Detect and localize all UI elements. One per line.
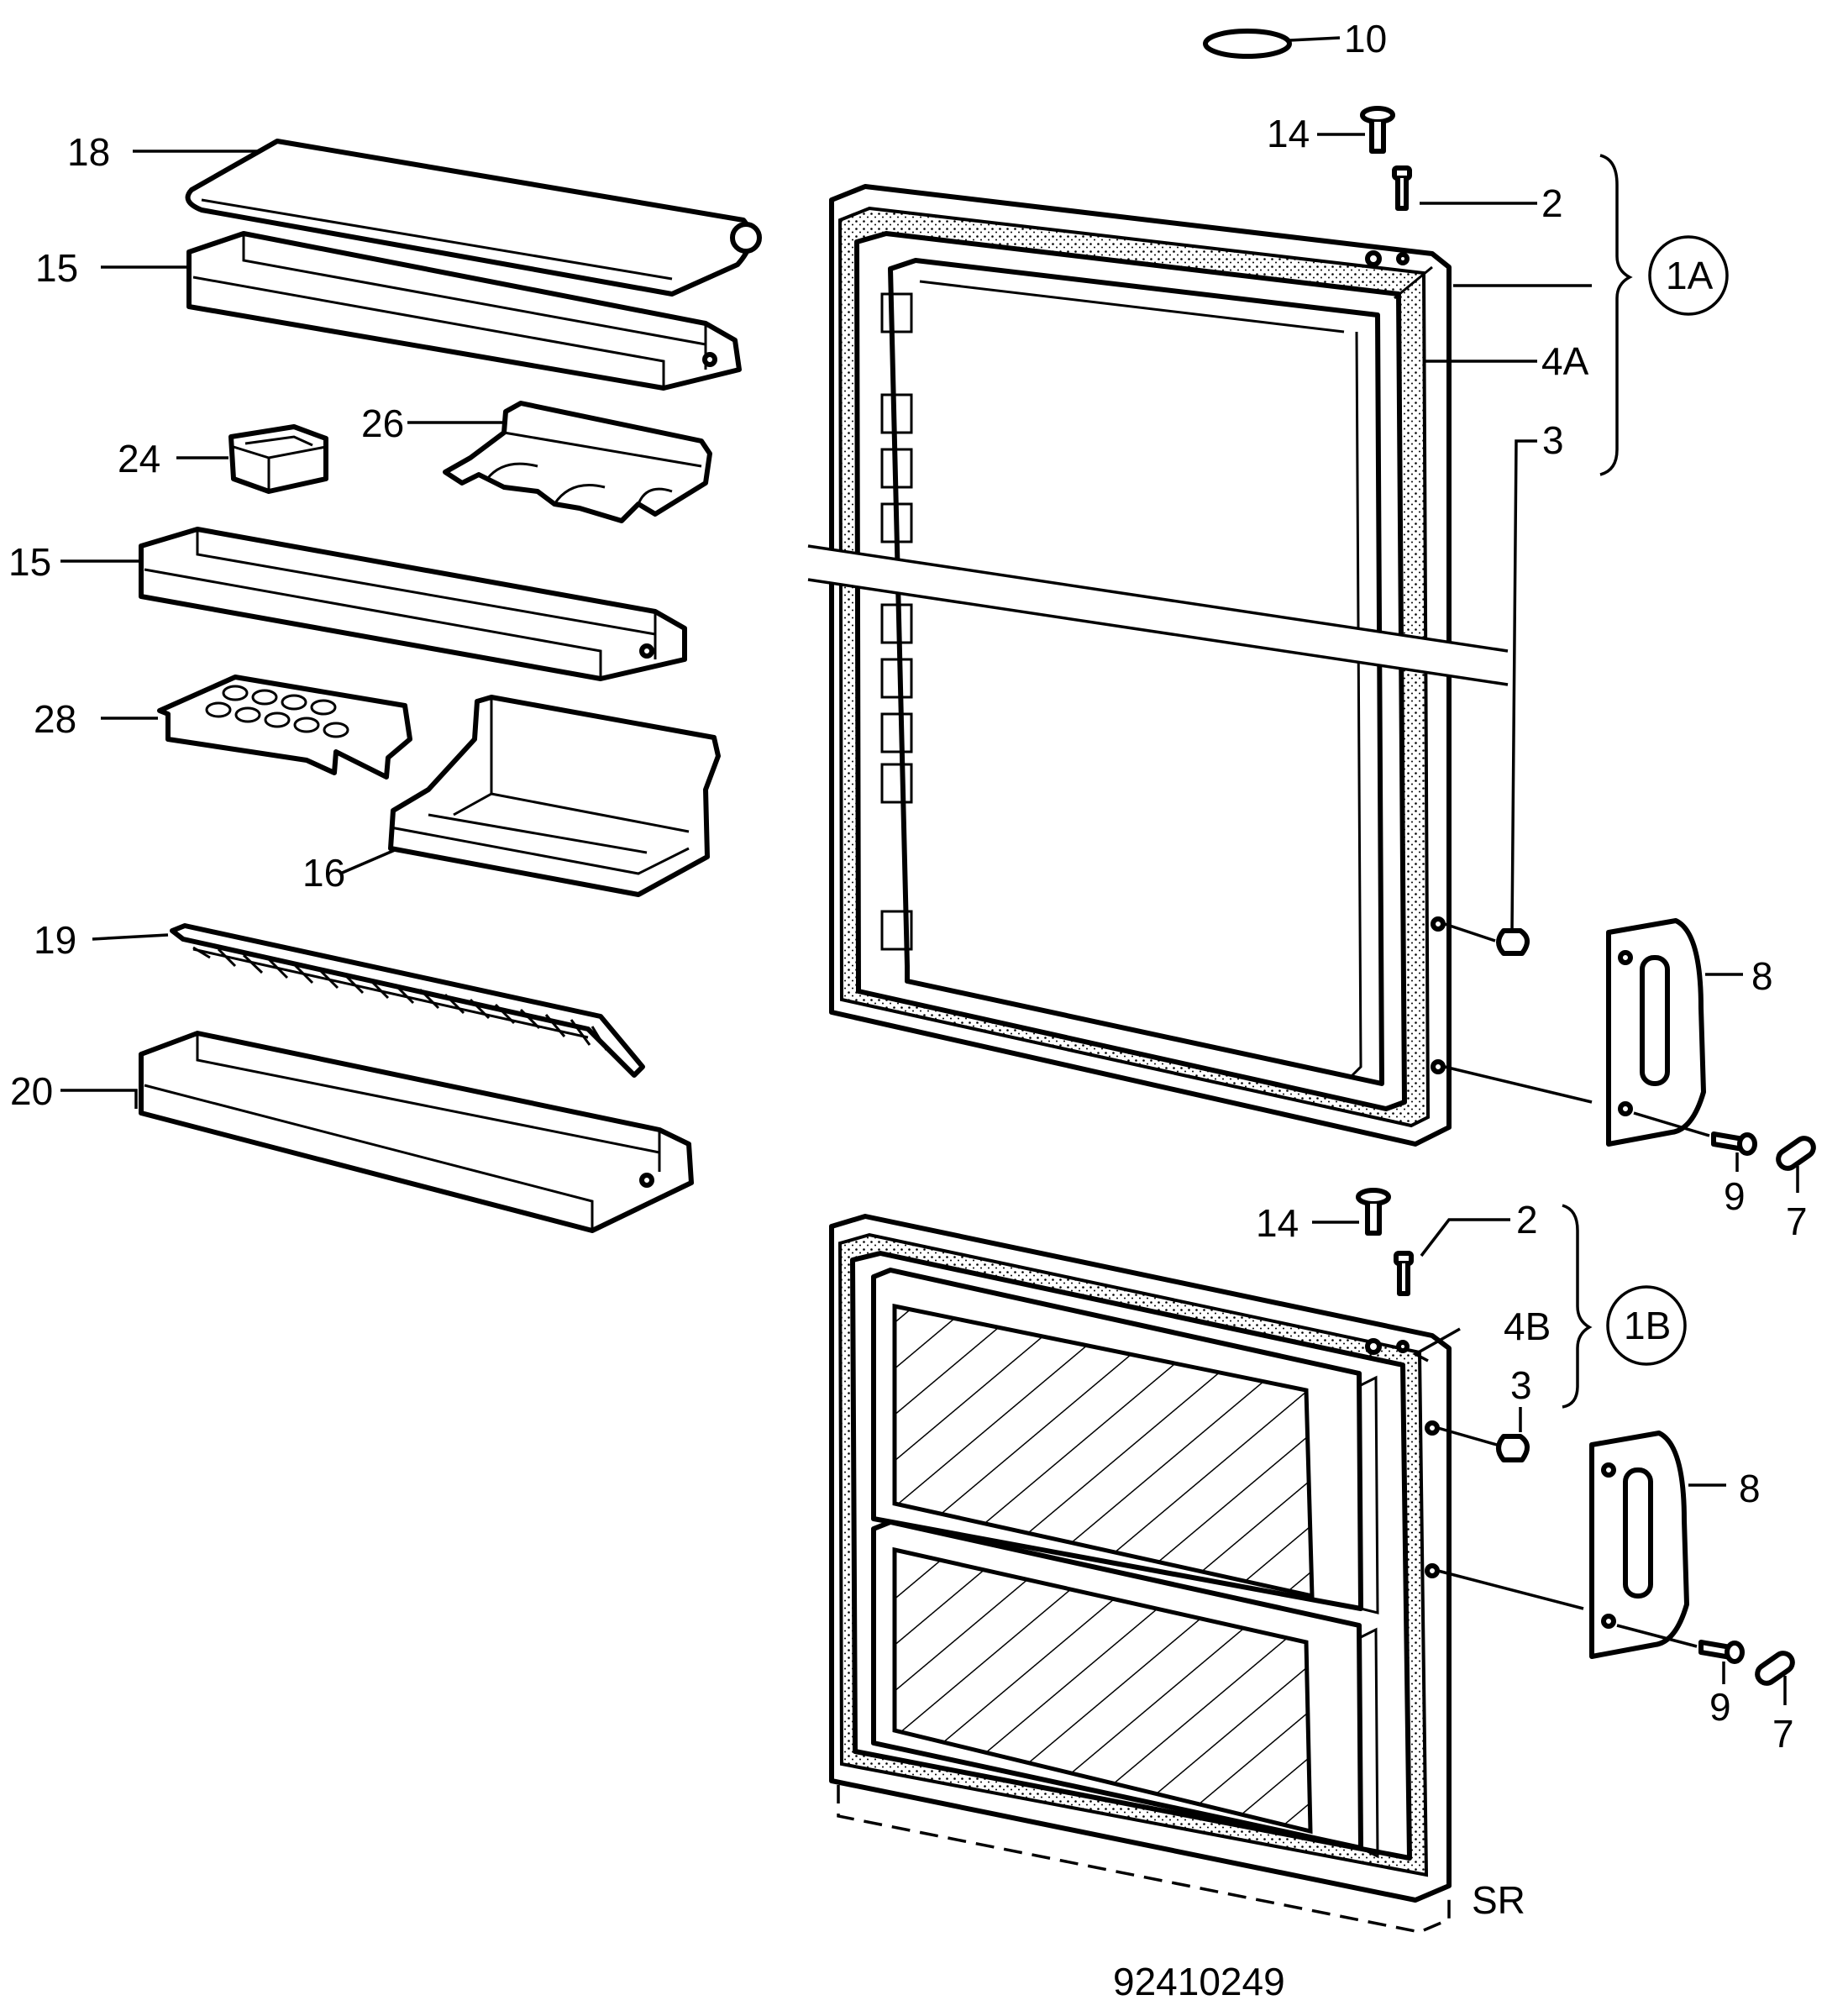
washer-10: [1203, 29, 1292, 59]
callout-14-top: 14: [1267, 112, 1310, 155]
callout-1A: 1A: [1666, 254, 1714, 297]
group-brace-1B: [1562, 1204, 1593, 1409]
callout-3-bottom: 3: [1510, 1363, 1532, 1407]
callout-26: 26: [361, 402, 404, 445]
handle-screw-9-bottom: [1698, 1640, 1745, 1664]
shelf-flap-19: [170, 923, 645, 1078]
freezer-door-lower: [829, 1214, 1452, 1934]
handle-screw-9-top: [1711, 1131, 1757, 1156]
door-shelf-20: [139, 1031, 694, 1233]
bottle-rack-26: [443, 401, 712, 523]
callout-8-top: 8: [1751, 954, 1773, 998]
door-handle-8-top: [1606, 918, 1706, 1147]
callout-3-top: 3: [1542, 418, 1564, 462]
hinge-cap-3-top: [1496, 928, 1530, 956]
callout-4A: 4A: [1541, 339, 1589, 383]
drawing-number: 92410249: [1113, 1960, 1285, 2003]
callout-16: 16: [302, 851, 345, 895]
callout-9-top: 9: [1724, 1174, 1746, 1218]
callout-10: 10: [1344, 17, 1387, 60]
callout-8-bottom: 8: [1739, 1467, 1761, 1510]
screw-2-bottom: [1394, 1251, 1414, 1296]
callout-18: 18: [67, 130, 110, 174]
group-circle-1A: [1648, 235, 1729, 316]
callout-4B: 4B: [1504, 1305, 1551, 1348]
variant-code: SR: [1472, 1878, 1525, 1922]
shelf-lid-18: [185, 139, 762, 297]
leader-lines: [60, 36, 1799, 1705]
hinge-cap-3-bottom: [1496, 1434, 1530, 1462]
door-handle-8-bottom: [1589, 1431, 1689, 1659]
callout-28: 28: [34, 697, 76, 741]
callout-7-bottom: 7: [1772, 1712, 1794, 1756]
butter-box-24: [228, 424, 328, 494]
callout-24: 24: [118, 437, 160, 480]
callout-15-middle: 15: [8, 540, 51, 584]
screw-cover-7-bottom: [1755, 1651, 1795, 1686]
screw-2-top: [1392, 165, 1412, 211]
group-circle-1B: [1606, 1285, 1687, 1366]
door-shelf-15-top: [186, 231, 742, 391]
door-shelf-15-middle: [139, 527, 687, 681]
callout-19: 19: [34, 918, 76, 962]
callout-2-top: 2: [1541, 181, 1563, 225]
callout-labels: 10 14 2 1A 4A 3 18 15 24 26 15 28 16 19 …: [8, 17, 1808, 2003]
callout-1B: 1B: [1624, 1304, 1671, 1347]
callout-9-bottom: 9: [1709, 1685, 1731, 1729]
callout-14-bottom: 14: [1256, 1201, 1299, 1245]
callout-20: 20: [10, 1069, 53, 1113]
callout-7-top: 7: [1786, 1200, 1808, 1243]
screw-cover-7-top: [1776, 1136, 1816, 1171]
fridge-door-upper: [807, 184, 1509, 1147]
group-brace-1A: [1599, 154, 1633, 476]
bottle-bin-16: [388, 695, 721, 897]
hinge-pin-14-top: [1360, 106, 1395, 154]
hinge-pin-14-bottom: [1356, 1188, 1391, 1236]
egg-tray-28: [157, 675, 412, 780]
callout-2-bottom: 2: [1516, 1198, 1538, 1242]
callout-15-top: 15: [35, 246, 78, 290]
